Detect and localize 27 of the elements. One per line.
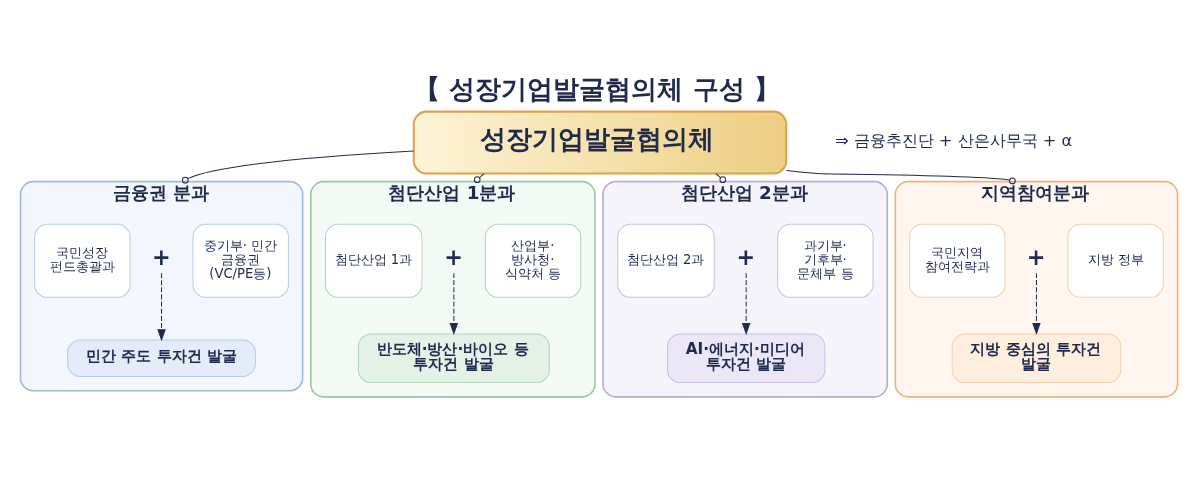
node-label: ⇒ 금융추진단 + 산은사무국 + α bbox=[834, 131, 1073, 151]
node-text: + bbox=[736, 244, 756, 271]
node-box: AI·에너지·미디어 투자건 발굴 bbox=[667, 333, 826, 384]
node-text: + bbox=[151, 244, 171, 271]
node-box: 국민지역 참여전략과 bbox=[909, 223, 1006, 298]
node-box: 첨단산업 1과 bbox=[324, 223, 423, 298]
arrow bbox=[741, 272, 751, 336]
node-box: 지방 정부 bbox=[1067, 223, 1164, 298]
node-box: 국민성장 펀드총괄과 bbox=[34, 223, 131, 298]
arrow bbox=[1032, 272, 1041, 336]
connector bbox=[473, 173, 485, 184]
node-text: + bbox=[1026, 244, 1046, 271]
arrow bbox=[157, 272, 166, 342]
diagram-title: 【 성장기업발굴협의체 구성 】 bbox=[414, 74, 780, 105]
node-box: 지방 중심의 투자건 발굴 bbox=[951, 333, 1122, 384]
node-box: 반도체·방산·바이오 등 투자건 발굴 bbox=[357, 333, 550, 384]
node-box: 산업부· 방사청· 식약처 등 bbox=[484, 223, 582, 298]
node-box: 민간 주도 투자건 발굴 bbox=[67, 339, 256, 378]
node-box: 중기부· 민간 금융권 (VC/PE등) bbox=[192, 223, 289, 298]
node-box: 과기부· 기후부· 문체부 등 bbox=[777, 223, 874, 298]
node-box: 성장기업발굴협의체 bbox=[412, 110, 788, 175]
connector bbox=[786, 169, 1016, 185]
arrow bbox=[449, 272, 459, 336]
node-text: + bbox=[444, 244, 463, 271]
node-box: 첨단산업 2과 bbox=[617, 223, 715, 298]
connector bbox=[715, 173, 727, 184]
connector bbox=[181, 150, 415, 184]
